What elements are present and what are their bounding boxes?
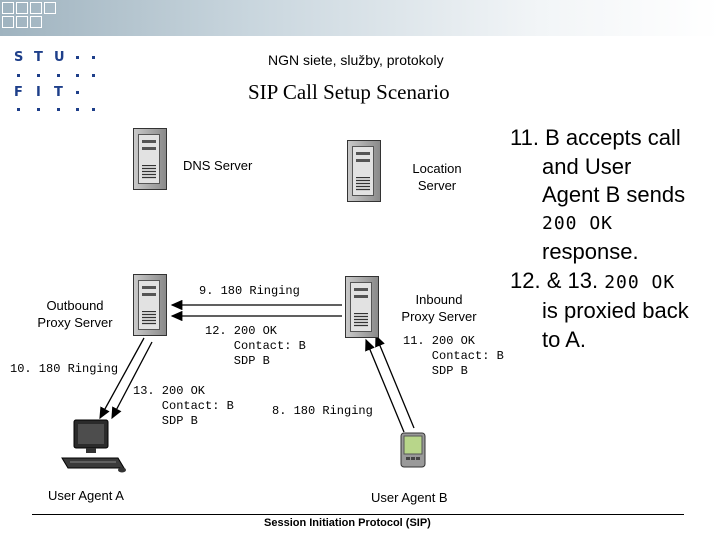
note-line-part: 12. & 13. — [510, 267, 605, 293]
arrow-13-200-ok — [111, 341, 153, 420]
logo-dot — [57, 108, 60, 111]
logo-dot — [76, 108, 79, 111]
user-agent-b-label: User Agent B — [371, 490, 448, 505]
note-line: Agent B sends — [542, 182, 686, 207]
logo-letter: T — [54, 85, 63, 100]
note-line: 11. B accepts call — [510, 125, 681, 150]
msg-8-180-ringing: 8. 180 Ringing — [272, 404, 373, 418]
logo-square — [16, 2, 28, 14]
msg-10-180-ringing: 10. 180 Ringing — [10, 362, 119, 376]
explanation-notes: 11. B accepts call and User Agent B send… — [510, 124, 720, 354]
location-server-label-line: Location — [412, 161, 462, 176]
note-line: to A. — [542, 326, 587, 352]
logo-square — [30, 16, 42, 28]
logo-letter: F — [14, 85, 23, 100]
dns-server-label: DNS Server — [183, 158, 253, 173]
slide-title: SIP Call Setup Scenario — [248, 80, 450, 104]
logo-dot — [76, 56, 79, 59]
logo-dot — [17, 74, 20, 77]
note-line: 12. & 13. 200 OK — [510, 267, 720, 298]
dns-server-icon — [133, 128, 167, 190]
logo-square — [44, 2, 56, 14]
slide-subtitle: NGN siete, služby, protokoly — [268, 52, 444, 68]
outbound-proxy-label-line: Outbound — [46, 298, 104, 313]
logo-dot — [57, 74, 60, 77]
footer-divider — [32, 514, 684, 515]
note-line: 200 OK — [542, 212, 614, 234]
note-line: is proxied back — [542, 298, 689, 323]
inbound-proxy-label: Inbound Proxy Server — [390, 291, 488, 325]
arrow-10-180-ringing — [99, 337, 145, 420]
user-agent-a-label: User Agent A — [48, 488, 124, 503]
logo-dot — [37, 108, 40, 111]
arrow-11-200-ok — [375, 334, 415, 429]
outbound-proxy-label: Outbound Proxy Server — [26, 297, 124, 331]
logo-letter: S — [14, 50, 24, 65]
logo-square — [2, 16, 14, 28]
top-banner — [0, 0, 720, 36]
inbound-proxy-label-line: Inbound — [415, 292, 463, 307]
logo-letter: T — [34, 50, 43, 65]
note-line-part: 200 OK — [604, 271, 676, 293]
logo-dot — [76, 74, 79, 77]
location-server-label-line: Server — [417, 178, 457, 193]
outbound-proxy-label-line: Proxy Server — [37, 315, 113, 330]
logo-dot — [37, 74, 40, 77]
logo-dot — [92, 56, 95, 59]
location-server-icon — [347, 140, 381, 202]
msg-13-200-ok: 13. 200 OK Contact: B SDP B — [133, 384, 234, 428]
logo-letter: U — [54, 50, 65, 65]
msg-9-180-ringing: 9. 180 Ringing — [199, 284, 300, 298]
note-line: response. — [542, 239, 639, 264]
logo-letter: I — [36, 85, 41, 100]
msg-12-200-ok: 12. 200 OK Contact: B SDP B — [205, 324, 306, 368]
logo-square — [30, 2, 42, 14]
location-server-label: Location Server — [400, 160, 474, 194]
logo-dot — [92, 74, 95, 77]
outbound-proxy-server-icon — [133, 274, 167, 336]
inbound-proxy-server-icon — [345, 276, 379, 338]
logo-square — [16, 16, 28, 28]
footer-text: Session Initiation Protocol (SIP) — [264, 517, 431, 529]
note-line: and User — [542, 153, 632, 179]
logo-square — [2, 2, 14, 14]
desktop-computer-icon — [61, 419, 126, 473]
msg-11-200-ok: 11. 200 OK Contact: B SDP B — [403, 334, 504, 378]
logo-dot — [92, 108, 95, 111]
arrow-8-180-ringing — [365, 338, 405, 433]
logo-dot — [17, 108, 20, 111]
logo-dot — [76, 91, 79, 94]
pda-device-icon — [400, 432, 426, 468]
inbound-proxy-label-line: Proxy Server — [401, 309, 477, 324]
